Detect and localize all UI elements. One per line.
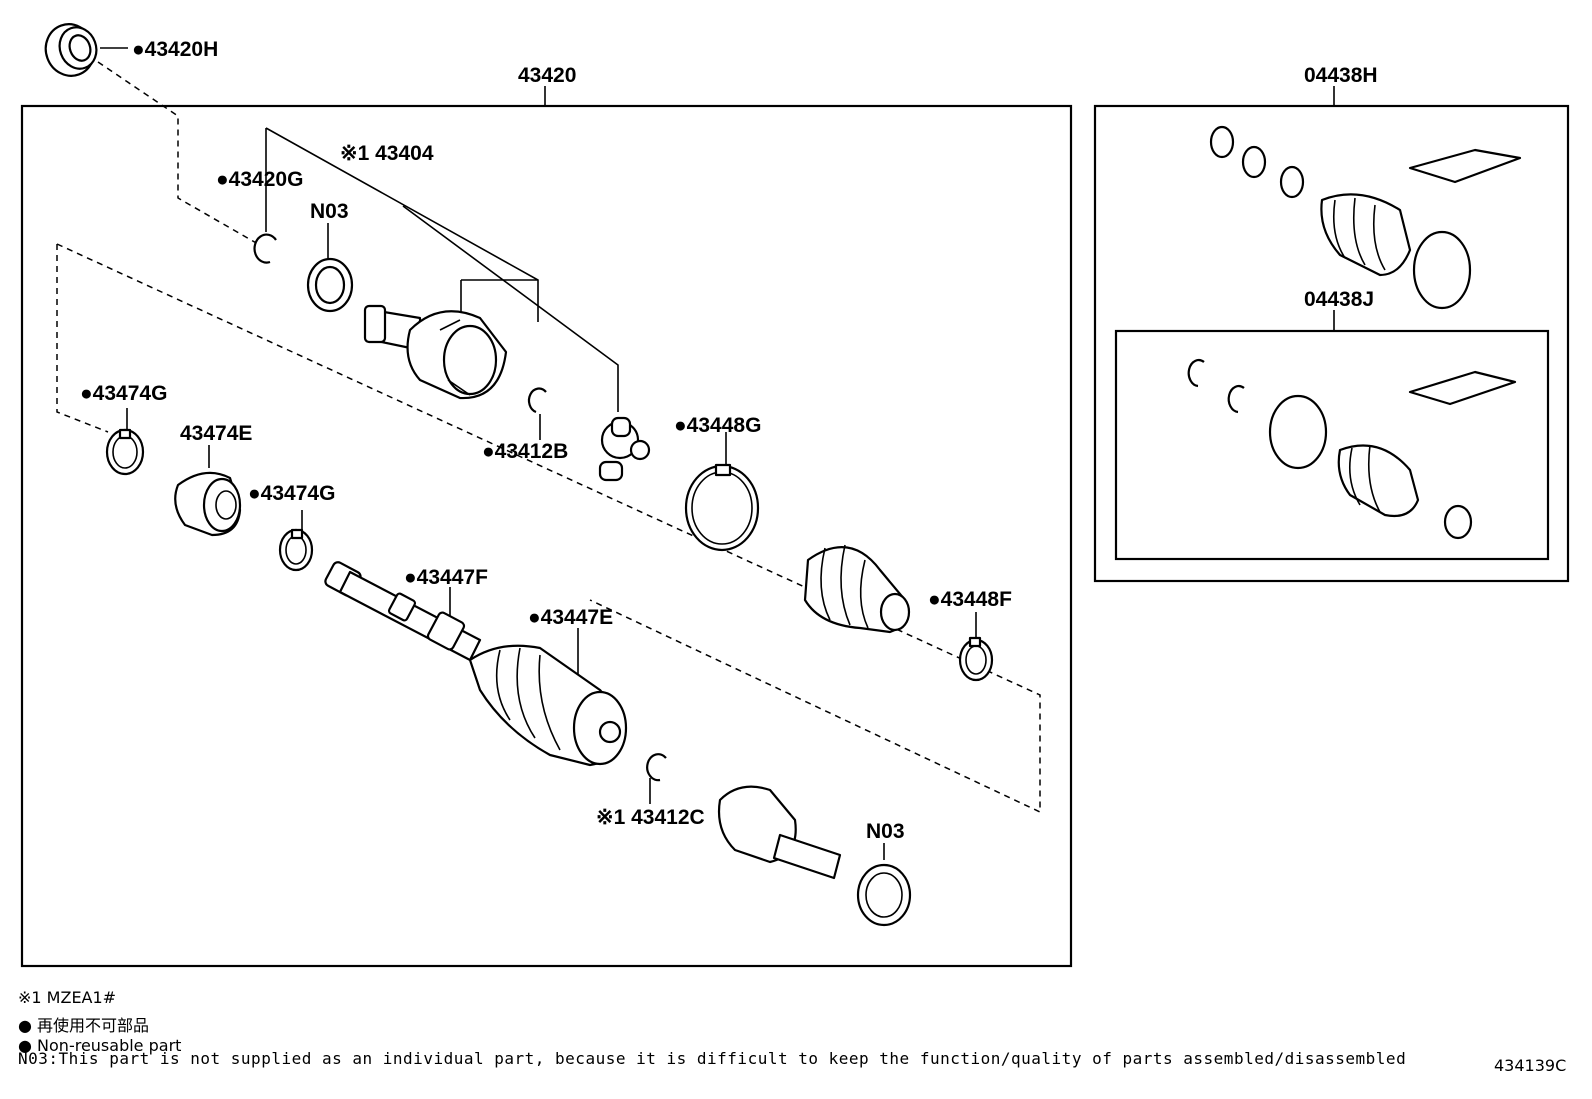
label-N03-upper: N03 [310,200,349,223]
label-43447E: ●43447E [528,606,613,629]
boot-kit-frame-j [1114,329,1550,561]
label-43448G: ●43448G [674,414,761,437]
outboard-joint-icon [717,785,842,880]
damper-43474E-icon [174,471,242,537]
legend-non-reusable-en: ● Non-reusable part [18,1036,182,1055]
label-43448F: ●43448F [928,588,1012,611]
label-43412B: ●43412B [482,440,568,463]
main-assembly-frame [20,104,1073,968]
legend-mzea-note: ※1 MZEA1# [18,988,117,1007]
snap-ring-43412C-icon [646,753,667,782]
label-43474G-b: ●43474G [248,482,335,505]
seal-N03-lower-icon [856,863,912,927]
snap-ring-43420G-icon [253,233,277,264]
boot-kit-04438H-icon [1209,125,1522,310]
boot-kit-04438J-icon [1187,359,1517,540]
label-43420H: ●43420H [132,38,218,61]
dashed-leader-43420H [97,61,259,245]
label-43420G: ●43420G [216,168,303,191]
outboard-joint-boot-icon [468,644,628,767]
drawing-id: 434139C [1494,1056,1567,1075]
inboard-joint-housing-icon [363,304,508,400]
seal-N03-upper-icon [306,257,354,313]
seal-43420H-icon [44,23,98,77]
dashed-group-outline [56,243,1041,814]
tripod-joint-icon [598,416,651,482]
label-04438J: 04438J [1304,288,1374,311]
label-43474E: 43474E [180,422,252,445]
label-43420: 43420 [518,64,576,87]
clamp-43448G-icon [684,463,760,552]
clamp-43448F-icon [958,636,994,682]
label-43404: ※1 43404 [340,142,434,165]
label-43447F: ●43447F [404,566,488,589]
dashed-group-left [56,244,109,433]
label-04438H: 04438H [1304,64,1378,87]
n03-note: N03:This part is not supplied as an indi… [18,1049,1407,1068]
snap-ring-43412B-icon [527,387,547,414]
label-N03-lower: N03 [866,820,905,843]
clamp-43474G-a-icon [105,428,145,476]
label-43474G-a: ●43474G [80,382,167,405]
boot-inboard-icon [803,544,911,634]
legend-non-reusable-ja: ● 再使用不可部品 [18,1016,150,1035]
boot-kit-frame-h [1093,104,1570,583]
label-43412C: ※1 43412C [596,806,705,829]
clamp-43474G-b-icon [278,528,314,572]
drive-shaft-icon [324,561,482,662]
